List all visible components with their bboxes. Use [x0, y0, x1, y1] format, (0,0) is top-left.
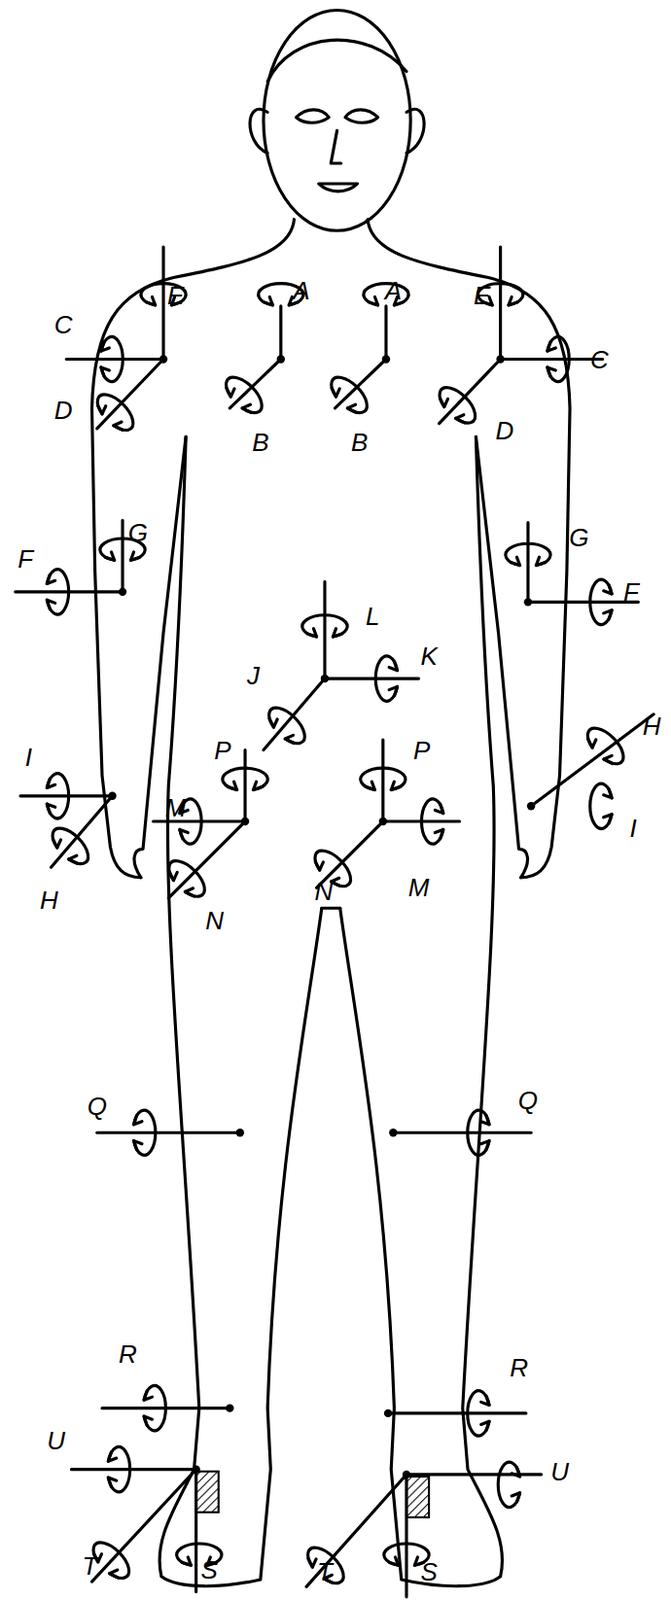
axis-letter: I	[630, 815, 637, 842]
axis-letter: K	[420, 643, 437, 670]
axis-letter: A	[385, 278, 402, 304]
axis-letter: E	[167, 282, 184, 309]
axis-letter: R	[509, 1355, 529, 1381]
axis-letter: C	[590, 347, 609, 373]
axis-letter: R	[118, 1342, 138, 1368]
axis-letter: G	[128, 520, 148, 546]
axis-letter: D	[494, 418, 514, 444]
axis-letter: B	[251, 429, 269, 456]
axis-letter: M	[408, 875, 430, 901]
axis-letter: T	[81, 1553, 98, 1580]
axis-letter: S	[420, 1559, 437, 1586]
axis-letter: F	[623, 579, 639, 605]
axis-letter: I	[25, 744, 33, 771]
axis-letter: J	[247, 663, 260, 689]
axis-letter: H	[642, 713, 662, 740]
axis-letter: D	[54, 397, 73, 424]
axis-letter: C	[54, 312, 73, 338]
axis-letter: G	[568, 525, 589, 551]
axis-letter: U	[46, 1428, 66, 1454]
axis-letter: P	[213, 738, 231, 764]
axis-letter: N	[205, 908, 224, 934]
axis-letter: S	[201, 1557, 218, 1584]
axis-letter: E	[473, 282, 491, 309]
axis-letter: U	[550, 1459, 569, 1485]
axis-letter: Q	[518, 1088, 538, 1114]
axis-letter: F	[17, 546, 34, 572]
axis-letter: Q	[87, 1094, 107, 1120]
axis-letter: P	[413, 738, 430, 764]
axis-letter: N	[315, 879, 334, 905]
axis-letter: B	[351, 429, 368, 456]
axis-letter: M	[165, 795, 187, 821]
axis-letter: A	[292, 278, 310, 304]
axis-letter: T	[317, 1559, 333, 1586]
axis-letter: L	[365, 603, 380, 630]
axis-letter: H	[39, 887, 59, 914]
